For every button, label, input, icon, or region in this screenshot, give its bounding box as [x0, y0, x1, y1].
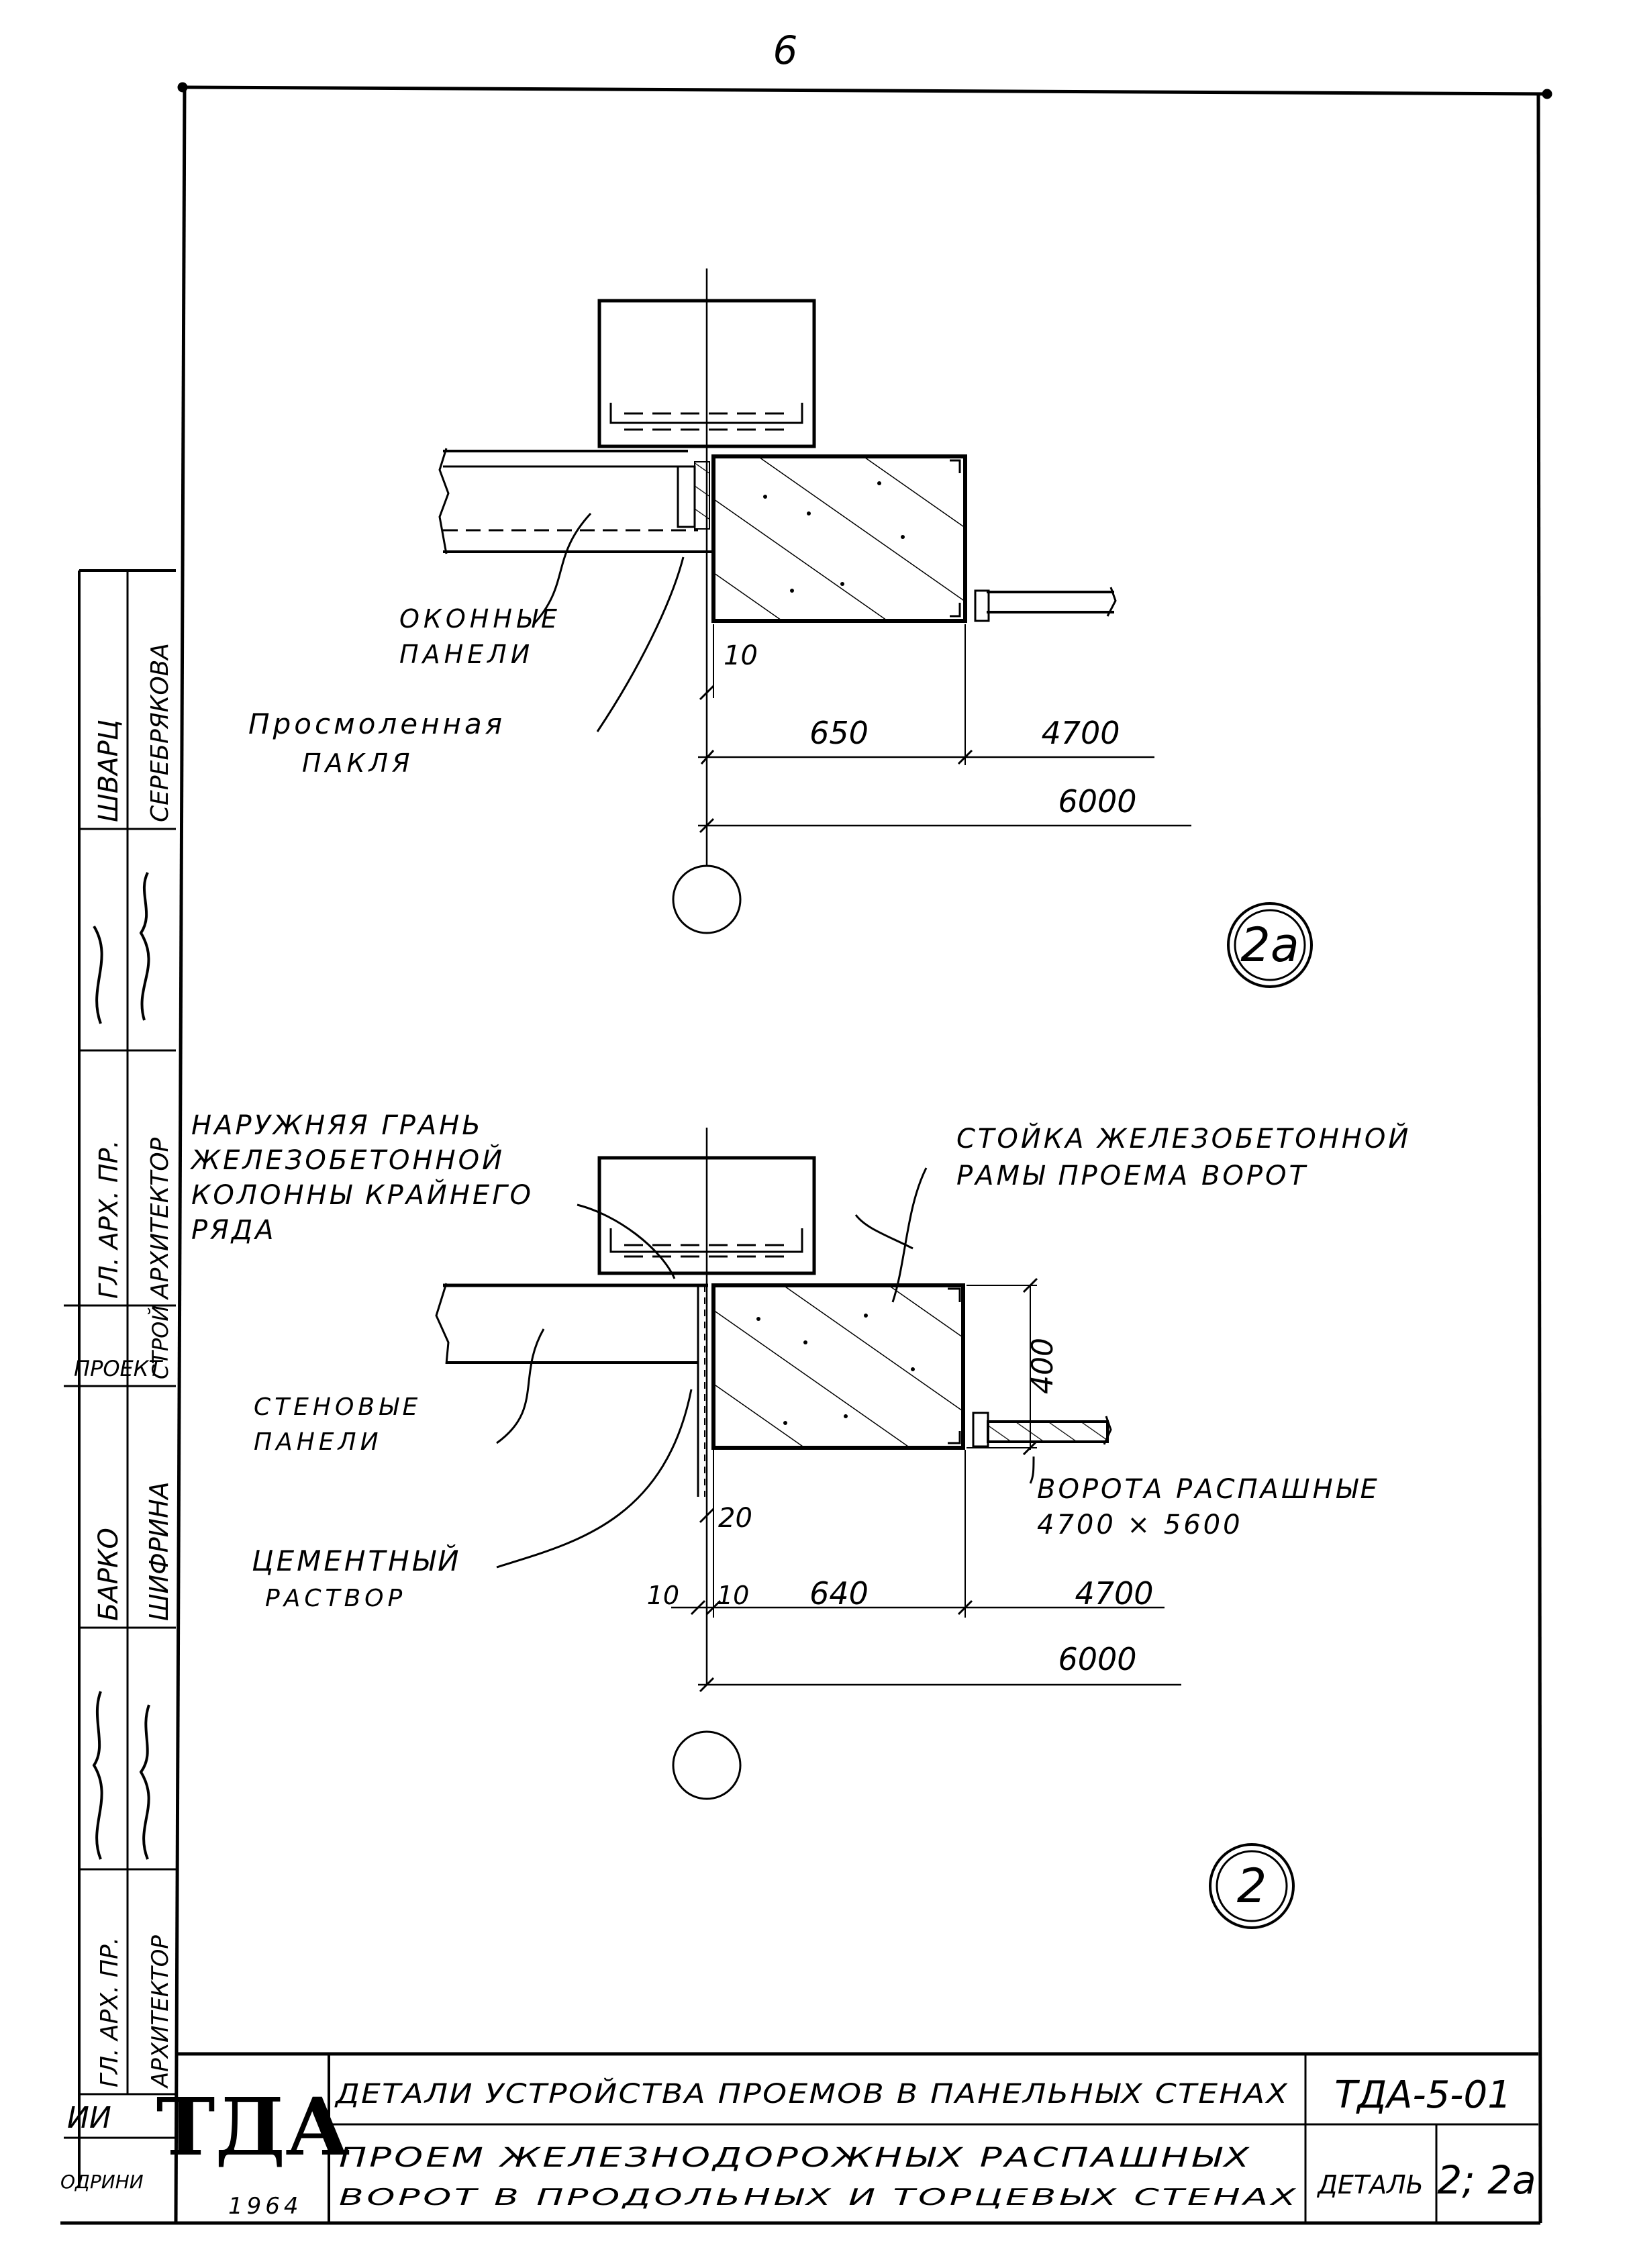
dim-gap-2a: 10: [724, 640, 758, 671]
dim-total-2: 6000: [1058, 1641, 1136, 1677]
callout-mortar-1: ЦЕМЕНТНЫЙ: [252, 1544, 462, 1577]
left-fragment-2: ОДРИНИ: [60, 2171, 144, 2193]
dim-opening-2: 4700: [1075, 1575, 1153, 1612]
dim-opening-2a: 4700: [1041, 715, 1120, 751]
callout-outer-face-4: РЯДА: [191, 1215, 277, 1246]
stamp-surname-4: ШИФРИНА: [144, 1481, 174, 1621]
title-block: [60, 2052, 1540, 2225]
dim-column-2a: 650: [809, 715, 869, 751]
dim-right-2: 10: [717, 1581, 749, 1610]
callout-wall-panels-1: СТЕНОВЫЕ: [254, 1393, 422, 1421]
sheet-subtitle-2: ВОРОТ В ПРОДОЛЬНЫХ И ТОРЦЕВЫХ СТЕНАХ: [339, 2184, 1299, 2211]
dim-post-2: 640: [809, 1575, 869, 1612]
detail-2-text: 2 НАРУЖНЯЯ ГРАНЬ ЖЕЛЕЗОБЕТОННОЙ КОЛОННЫ …: [189, 1110, 1411, 1914]
dim-total-2a: 6000: [1058, 783, 1136, 820]
callout-gates-1: ВОРОТА РАСПАШНЫЕ: [1037, 1474, 1380, 1505]
sheet-subtitle-1: ПРОЕМ ЖЕЛЕЗНОДОРОЖНЫХ РАСПАШНЫХ: [339, 2142, 1252, 2173]
stamp-surname-1: ШВАРЦ: [93, 720, 124, 822]
stamp-org-2: ПРОЕКТ: [74, 1356, 163, 1381]
stamp-role-1: ГЛ. АРХ. ПР.: [94, 1140, 123, 1299]
detail-label-2a: 2a: [1240, 918, 1299, 973]
signature-1: [93, 872, 150, 1024]
sheet-title: ДЕТАЛИ УСТРОЙСТВА ПРОЕМОВ В ПАНЕЛЬНЫХ СТ…: [334, 2077, 1289, 2110]
detail-2a: [438, 268, 1313, 988]
stamp-role-2: СЕРЕБРЯКОВА: [146, 643, 174, 822]
drawing-code: ТДА-5-01: [1334, 2073, 1512, 2117]
title-block-text: ТДА 1964 ДЕТАЛИ УСТРОЙСТВА ПРОЕМОВ В ПАН…: [60, 2073, 1536, 2220]
side-stamp: [64, 569, 176, 2188]
column-top-2a: [597, 299, 816, 448]
callout-outer-face-2: ЖЕЛЕЗОБЕТОННОЙ: [189, 1144, 505, 1176]
stamp-surname-3: БАРКО: [93, 1528, 124, 1621]
page-number: 6: [773, 28, 798, 73]
callout-post-1: СТОЙКА ЖЕЛЕЗОБЕТОННОЙ: [956, 1122, 1411, 1154]
sheet-label: ДЕТАЛЬ: [1316, 2170, 1424, 2200]
dim-mortar-2: 20: [718, 1503, 752, 1534]
left-fragment-1: ИИ: [67, 2101, 111, 2135]
detail-2: [435, 1128, 1295, 1929]
sheet-frame: [174, 82, 1552, 2224]
callout-tarred-tow-2: ПАКЛЯ: [302, 748, 414, 778]
concrete-post-2: [711, 1283, 965, 1450]
dim-left-2: 10: [647, 1581, 679, 1610]
callout-mortar-2: РАСТВОР: [265, 1585, 406, 1612]
callout-outer-face-3: КОЛОННЫ КРАЙНЕГО: [191, 1179, 534, 1211]
signature-2: [92, 1691, 150, 1860]
callout-gates-2: 4700 × 5600: [1037, 1510, 1243, 1540]
callout-window-panels-2: ПАНЕЛИ: [399, 640, 534, 669]
callout-tarred-tow-1: Просмоленная: [248, 707, 505, 740]
stamp-role-3: ГЛ. АРХ. ПР.: [96, 1937, 123, 2087]
stamp-role-architect-1: АРХИТЕКТОР: [146, 1137, 174, 1300]
detail-label-2: 2: [1237, 1859, 1267, 1914]
year: 1964: [228, 2193, 303, 2220]
dim-height-2: 400: [1026, 1338, 1060, 1394]
detail-2a-text: 2a ОКОННЫЕ ПАНЕЛИ Просмоленная ПАКЛЯ 10 …: [248, 604, 1299, 973]
sheet-value: 2; 2а: [1437, 2157, 1536, 2203]
callout-post-2: РАМЫ ПРОЕМА ВОРОТ: [956, 1161, 1308, 1191]
callout-wall-panels-2: ПАНЕЛИ: [254, 1428, 383, 1456]
callout-window-panels-1: ОКОННЫЕ: [399, 604, 561, 634]
logo: ТДА: [156, 2080, 350, 2173]
concrete-post-2a: [711, 454, 967, 623]
column-top-2: [597, 1156, 816, 1275]
stamp-role-4: АРХИТЕКТОР: [147, 1935, 174, 2089]
stamp-org-1: СТРОЙ: [148, 1305, 173, 1379]
callout-outer-face-1: НАРУЖНЯЯ ГРАНЬ: [191, 1110, 483, 1141]
side-stamp-text: ШВАРЦ СЕРЕБРЯКОВА ГЛ. АРХ. ПР. АРХИТЕКТО…: [74, 643, 174, 2089]
